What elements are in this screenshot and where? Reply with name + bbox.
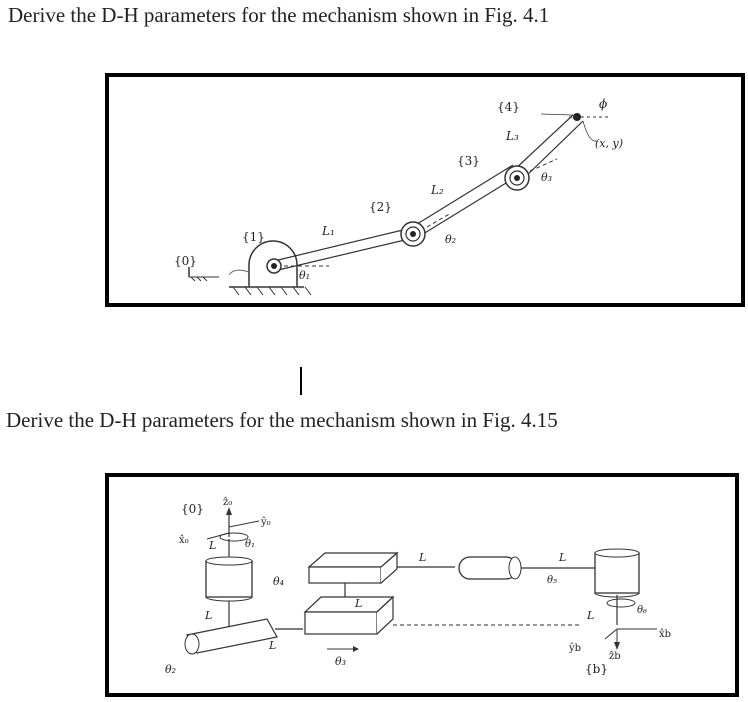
theta-4-label: θ₄ <box>273 575 284 588</box>
zb-axis-label: ẑb <box>609 651 621 662</box>
z0-axis-label: ẑ₀ <box>223 497 232 508</box>
frame-0-label: {0} <box>174 254 197 268</box>
text-cursor <box>300 367 302 395</box>
link-label-left: L <box>204 609 212 622</box>
figure-4-15-drawing: {0} ẑ₀ ŷ₀ x̂₀ L θ₁ L L θ₂ L θ₄ <box>165 497 671 676</box>
y0-axis-label: ŷ₀ <box>260 517 271 528</box>
theta-1-label: θ₁ <box>245 539 255 550</box>
link-label-bottom: L <box>268 639 276 652</box>
figure-4-1-drawing: {0} θ₁ {1} L₁ θ₂ {2} L₂ <box>174 97 623 296</box>
link-label-center: L <box>354 597 362 610</box>
frame-2-label: {2} <box>369 200 392 214</box>
theta-2-label: θ₂ <box>165 663 176 676</box>
theta-3-label: θ₃ <box>335 655 346 668</box>
theta-2-label: θ₂ <box>445 233 456 246</box>
theta-6-label: θ₆ <box>637 605 647 616</box>
link-3-label: L₃ <box>505 129 519 143</box>
question-2-text: Derive the D-H parameters for the mechan… <box>6 408 558 432</box>
link-2-label: L₂ <box>430 183 444 197</box>
theta-5-label: θ₅ <box>547 575 557 586</box>
frame-0-label: {0} <box>181 502 204 516</box>
x0-axis-label: x̂₀ <box>179 535 189 546</box>
frame-4-label: {4} <box>497 100 520 114</box>
link-label-right: L <box>418 551 426 564</box>
figure-4-1-planar-arm: {0} θ₁ {1} L₁ θ₂ {2} L₂ <box>105 73 745 307</box>
xb-axis-label: x̂b <box>659 629 671 640</box>
frame-1-label: {1} <box>242 230 265 244</box>
link-label-right-down: L <box>586 609 594 622</box>
figure-4-15-spatial-arm: {0} ẑ₀ ŷ₀ x̂₀ L θ₁ L L θ₂ L θ₄ <box>105 473 739 697</box>
question-1-text: Derive the D-H parameters for the mechan… <box>8 3 550 27</box>
link-1-label: L₁ <box>321 224 335 238</box>
phi-label: ϕ <box>599 97 607 111</box>
frame-3-label: {3} <box>457 154 480 168</box>
yb-axis-label: ŷb <box>568 643 581 654</box>
link-label-top: L <box>208 539 216 552</box>
theta-1-label: θ₁ <box>299 269 310 282</box>
end-point-label: (x, y) <box>595 137 623 150</box>
link-label-far: L <box>558 551 566 564</box>
theta-3-label: θ₃ <box>541 171 552 184</box>
frame-b-label: {b} <box>585 662 608 676</box>
